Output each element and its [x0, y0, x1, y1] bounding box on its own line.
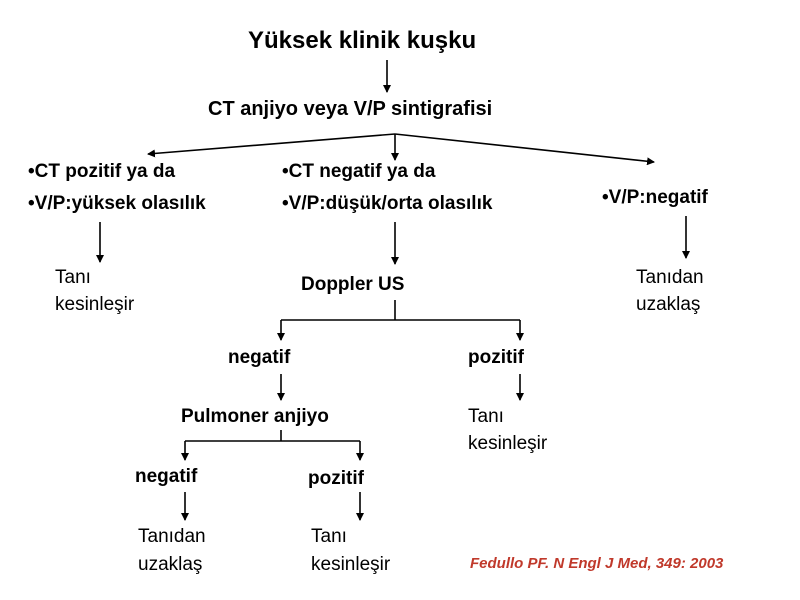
- pulmonary-negative-result-line1: Tanıdan: [138, 526, 206, 547]
- doppler-positive-node: pozitif: [468, 347, 524, 368]
- middle-branch-line2: •V/P:düşük/orta olasılık: [282, 193, 493, 214]
- ct-angio-node: CT anjiyo veya V/P sintigrafisi: [208, 98, 493, 120]
- doppler-positive-result-line2: kesinleşir: [468, 433, 548, 454]
- doppler-positive-result-line1: Tanı: [468, 406, 504, 427]
- pulmonary-negative-node: negatif: [135, 466, 198, 487]
- left-result-line2: kesinleşir: [55, 294, 135, 315]
- pulmonary-angio-node: Pulmoner anjiyo: [181, 406, 329, 427]
- right-branch-line1: •V/P:negatif: [602, 187, 708, 208]
- doppler-negative-node: negatif: [228, 347, 291, 368]
- pulmonary-positive-result-line2: kesinleşir: [311, 554, 391, 575]
- pulmonary-positive-node: pozitif: [308, 468, 364, 489]
- arrow-ct-to-left: [147, 133, 396, 158]
- left-branch-line2: •V/P:yüksek olasılık: [28, 193, 206, 214]
- middle-branch-line1: •CT negatif ya da: [282, 161, 436, 182]
- right-result-line2: uzaklaş: [636, 294, 701, 315]
- pulmonary-positive-result-line1: Tanı: [311, 526, 347, 547]
- right-result-line1: Tanıdan: [636, 267, 704, 288]
- left-branch-line1: •CT pozitif ya da: [28, 161, 176, 182]
- pulmonary-negative-result-line2: uzaklaş: [138, 554, 203, 575]
- doppler-node: Doppler US: [301, 274, 405, 295]
- citation: Fedullo PF. N Engl J Med, 349: 2003: [470, 555, 724, 572]
- left-result-line1: Tanı: [55, 267, 91, 288]
- arrow-ct-to-right: [394, 133, 655, 166]
- diagram-title: Yüksek klinik kuşku: [248, 27, 477, 54]
